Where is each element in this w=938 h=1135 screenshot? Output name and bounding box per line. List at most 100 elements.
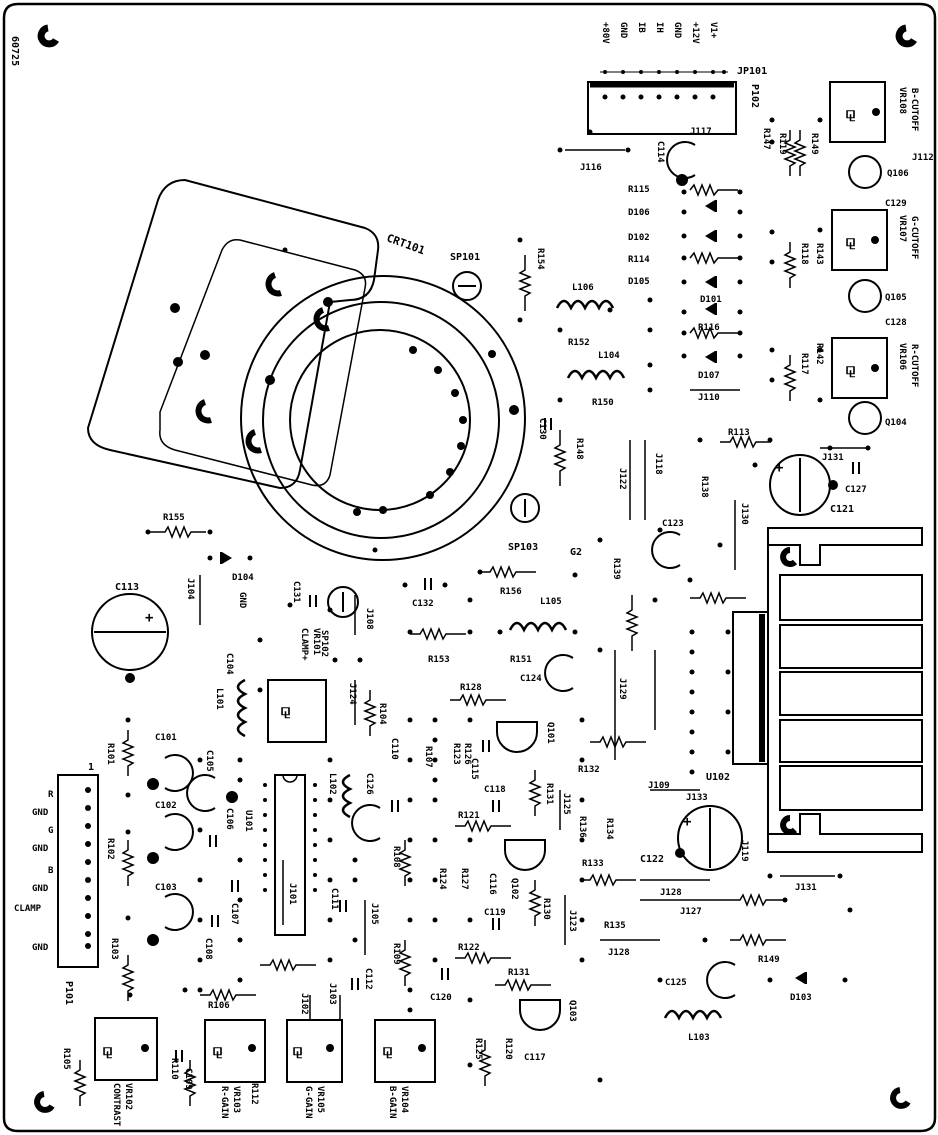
gnd-crt-label: GND	[237, 592, 247, 609]
r106-label: R106	[208, 1001, 230, 1011]
c107-label: C107	[229, 903, 239, 925]
q101-label: Q101	[545, 722, 555, 744]
c104-label: C104	[224, 653, 234, 675]
q102-label: Q102	[509, 878, 519, 900]
p101-pin-label: R	[48, 790, 54, 800]
j112-label: J112	[912, 153, 934, 163]
svg-text:⚼: ⚼	[845, 231, 856, 250]
j133-label: J133	[686, 793, 708, 803]
r130-label: R130	[541, 898, 551, 920]
g-gain-label: G-GAIN	[303, 1086, 313, 1119]
p101-pin-label: GND	[32, 808, 49, 818]
crt-label: CRT101	[385, 231, 427, 257]
vr106-label: VR106	[897, 343, 907, 370]
r117-label: R117	[799, 353, 809, 375]
q105-label: Q105	[885, 293, 907, 303]
c109-label: C109	[183, 1068, 193, 1090]
j126-label: J127	[680, 907, 702, 917]
j102-label: J102	[299, 993, 309, 1015]
r154-label: R156	[500, 587, 522, 597]
r141-label: R142	[814, 343, 824, 365]
capacitor-c121: + C121	[769, 454, 854, 516]
vr103-label: VR103	[231, 1086, 241, 1113]
vr102-label: VR102	[123, 1083, 133, 1110]
r123-label: R123	[451, 743, 461, 765]
svg-text:+: +	[683, 814, 691, 830]
u102-label: U102	[706, 772, 730, 783]
transistors-centre: Q101 Q102 Q103	[496, 721, 577, 1031]
j121-label: J123	[567, 910, 577, 932]
sp102-label: SP102	[319, 630, 329, 657]
svg-text:⚼: ⚼	[292, 1040, 303, 1059]
c120-label: C120	[430, 993, 452, 1003]
p102-pin-label: +80V	[600, 22, 610, 44]
vr108-label: VR108	[897, 87, 907, 114]
r102-label: R102	[105, 838, 115, 860]
j109-label: J109	[648, 781, 670, 791]
l102-label: L102	[327, 773, 337, 795]
c127-label: C127	[845, 485, 867, 495]
c131-label: C131	[291, 581, 301, 603]
svg-text:⚼: ⚼	[382, 1040, 393, 1059]
connector-p101: 1 R GND G GND B GND CLAMP GND P101	[14, 762, 99, 1005]
pot-vr105: ⚼ VR105 G-GAIN	[286, 1019, 343, 1119]
r146b-label: R149	[809, 133, 819, 155]
d104-label: D104	[232, 573, 254, 583]
inductors	[236, 299, 723, 1021]
pot-vr101: ⚼ VR101 CLAMP+	[267, 628, 327, 743]
l104-label: L104	[598, 351, 620, 361]
j103-label: J103	[327, 983, 337, 1005]
j119-label: J119	[739, 840, 749, 862]
r126-label: R126	[462, 743, 472, 765]
r121-label: R121	[458, 811, 480, 821]
j101-label: J101	[287, 883, 297, 905]
r151-label: R152	[568, 338, 590, 348]
pot-vr103: ⚼ VR103 R-GAIN	[204, 1019, 266, 1119]
c116-label: C116	[487, 873, 497, 895]
c130-label: C130	[537, 418, 547, 440]
r114-label: R114	[628, 255, 650, 265]
j108-label: J108	[364, 608, 374, 630]
vr107-label: VR107	[897, 215, 907, 242]
clamp-plus-label: CLAMP+	[299, 628, 309, 661]
c126-label: C126	[364, 773, 374, 795]
p101-pin-label: GND	[32, 943, 49, 953]
c121-label: C121	[830, 504, 854, 515]
d105-label: D105	[628, 277, 650, 287]
r103-label: R103	[109, 938, 119, 960]
pot-vr107: ⚼ VR107 G-CUTOFF	[831, 209, 919, 271]
pot-vr102: ⚼ VR102 CONTRAST	[94, 1017, 158, 1127]
j129-label: J130	[739, 503, 749, 525]
cutoff-r-label: R-CUTOFF	[909, 344, 919, 387]
crt-socket: CRT101	[86, 178, 526, 561]
pot-vr108: ⚼ VR108 B-CUTOFF	[829, 81, 919, 143]
q106-label: Q106	[887, 169, 909, 179]
b-gain-label: B-GAIN	[387, 1086, 397, 1119]
c125-label: C125	[665, 978, 687, 988]
vr105-label: VR105	[315, 1086, 325, 1113]
r149-label: R151	[510, 655, 532, 665]
vr104-label: VR104	[399, 1086, 409, 1114]
ic-u101: U101	[243, 774, 317, 936]
transistors-right: Q106 C129 Q105 C128 Q104 J112	[848, 153, 934, 435]
r132-label: R132	[578, 765, 600, 775]
c119-label: C119	[484, 908, 506, 918]
c117-label: C117	[524, 1053, 546, 1063]
r109-label: R109	[391, 943, 401, 965]
resistors	[72, 130, 808, 1106]
c118-label: C118	[484, 785, 506, 795]
p101-pin-label: GND	[32, 884, 49, 894]
r119-label: R119	[777, 133, 787, 155]
c115-label: C115	[469, 758, 479, 780]
c124-label: C124	[520, 674, 542, 684]
ceramic-capacitors	[175, 418, 860, 1062]
connector-p102: P102 JP101 +80V GND IB IH GND +12V V1+	[587, 22, 767, 135]
j120-label: J122	[617, 468, 627, 490]
p102-pin-label: +12V	[690, 22, 700, 44]
c101-label: C101	[155, 733, 177, 743]
j131-label: J131	[822, 453, 844, 463]
c103-label: C103	[155, 883, 177, 893]
l105-label: L105	[540, 597, 562, 607]
